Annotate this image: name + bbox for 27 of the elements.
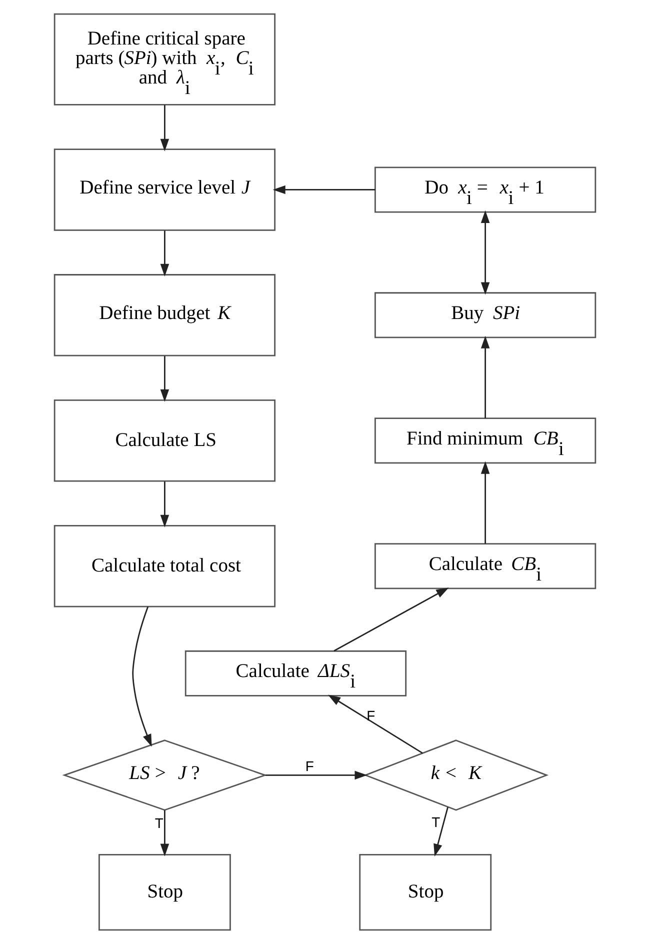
arrow (160, 810, 169, 856)
arrow (272, 185, 375, 194)
node-box: Define budget K (53, 274, 276, 356)
arrow (480, 210, 490, 295)
arrow (264, 770, 367, 780)
arrow (433, 807, 448, 856)
arrow (160, 230, 169, 276)
arrow (160, 356, 169, 402)
arrow (480, 461, 490, 544)
node-box: Calculate LS (53, 400, 276, 482)
node-box: Define service level J (53, 148, 276, 231)
node-box: Calculate total cost (53, 524, 276, 608)
node-diamond: LS > J ? (62, 740, 267, 811)
edge-label: F (366, 707, 375, 724)
edge-label: T (431, 814, 440, 830)
edge-label: T (154, 815, 163, 832)
arrow (480, 336, 490, 418)
edge-label: F (304, 758, 314, 774)
arrow (327, 694, 422, 754)
arrow (333, 588, 448, 652)
arrow (160, 482, 169, 528)
arrow (132, 606, 152, 747)
node-box: Stop (98, 854, 230, 931)
node-box: Stop (358, 854, 492, 931)
arrow (160, 105, 169, 152)
node-box: Buy SPi (374, 292, 596, 338)
node-diamond: k < K (362, 740, 548, 811)
